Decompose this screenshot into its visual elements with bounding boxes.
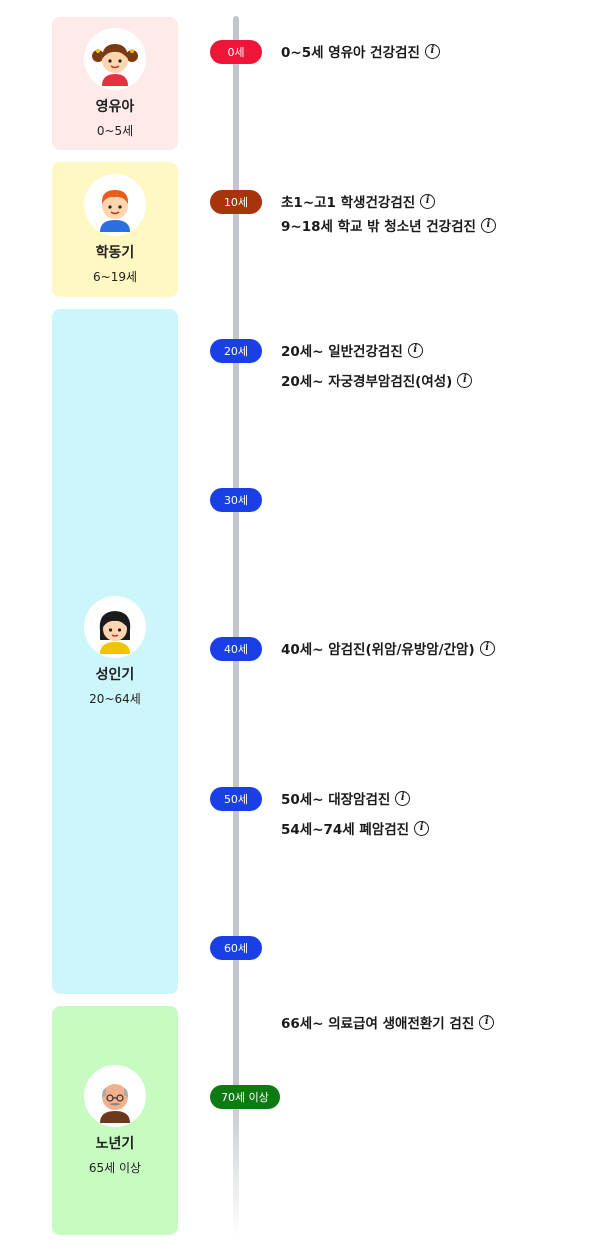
info-icon[interactable]: i xyxy=(395,790,411,806)
stage-range: 20~64세 xyxy=(89,692,141,706)
checkup-item[interactable]: 9~18세 학교 밖 청소년 건강검진 i xyxy=(281,214,496,236)
stage-name: 노년기 xyxy=(95,1136,135,1152)
girl-avatar-icon xyxy=(84,28,146,90)
info-icon[interactable]: i xyxy=(479,640,495,656)
checkup-item[interactable]: 40세~ 암검진(위암/유방암/간암) i xyxy=(281,637,495,659)
checkup-item[interactable]: 54세~74세 폐암검진 i xyxy=(281,817,430,839)
stage-name: 성인기 xyxy=(95,667,135,683)
stage-card-infant: 영유아 0~5세 xyxy=(52,17,178,150)
checkup-label: 40세~ 암검진(위암/유방암/간암) xyxy=(281,642,475,658)
stage-card-school-age: 학동기 6~19세 xyxy=(52,162,178,297)
age-marker: 20세 xyxy=(210,339,262,363)
checkup-item[interactable]: 66세~ 의료급여 생애전환기 검진 i xyxy=(281,1011,495,1033)
checkup-label: 20세~ 자궁경부암검진(여성) xyxy=(281,374,453,390)
stage-card-senior: 노년기 65세 이상 xyxy=(52,1006,178,1235)
boy-avatar-icon xyxy=(84,174,146,236)
info-icon[interactable]: i xyxy=(407,342,423,358)
info-icon[interactable]: i xyxy=(414,820,430,836)
stage-card-adult: 성인기 20~64세 xyxy=(52,309,178,994)
elderly-man-avatar-icon xyxy=(84,1065,146,1127)
age-marker: 60세 xyxy=(210,936,262,960)
checkup-label: 50세~ 대장암검진 xyxy=(281,792,391,808)
checkup-label: 0~5세 영유아 건강검진 xyxy=(281,45,420,61)
woman-avatar-icon xyxy=(84,596,146,658)
checkup-label: 54세~74세 폐암검진 xyxy=(281,822,410,838)
age-marker: 40세 xyxy=(210,637,262,661)
stage-range: 65세 이상 xyxy=(88,1161,142,1175)
checkup-label: 9~18세 학교 밖 청소년 건강검진 xyxy=(281,219,476,235)
checkup-label: 초1~고1 학생건강검진 xyxy=(281,195,416,211)
stage-name: 학동기 xyxy=(95,245,135,261)
info-icon[interactable]: i xyxy=(457,372,473,388)
age-marker: 70세 이상 xyxy=(210,1085,280,1109)
stage-name: 영유아 xyxy=(95,99,135,115)
info-icon[interactable]: i xyxy=(424,43,440,59)
checkup-item[interactable]: 0~5세 영유아 건강검진 i xyxy=(281,40,440,62)
age-marker: 10세 xyxy=(210,190,262,214)
checkup-item[interactable]: 초1~고1 학생건강검진 i xyxy=(281,190,436,212)
timeline-line xyxy=(233,16,239,1236)
info-icon[interactable]: i xyxy=(420,193,436,209)
stage-range: 6~19세 xyxy=(93,270,137,284)
checkup-label: 20세~ 일반건강검진 xyxy=(281,344,403,360)
checkup-item[interactable]: 50세~ 대장암검진 i xyxy=(281,787,411,809)
stage-range: 0~5세 xyxy=(96,124,134,138)
checkup-item[interactable]: 20세~ 자궁경부암검진(여성) i xyxy=(281,369,473,391)
checkup-item[interactable]: 20세~ 일반건강검진 i xyxy=(281,339,423,361)
info-icon[interactable]: i xyxy=(480,217,496,233)
checkup-label: 66세~ 의료급여 생애전환기 검진 xyxy=(281,1016,475,1032)
age-marker: 30세 xyxy=(210,488,262,512)
info-icon[interactable]: i xyxy=(479,1014,495,1030)
age-marker: 0세 xyxy=(210,40,262,64)
age-marker: 50세 xyxy=(210,787,262,811)
